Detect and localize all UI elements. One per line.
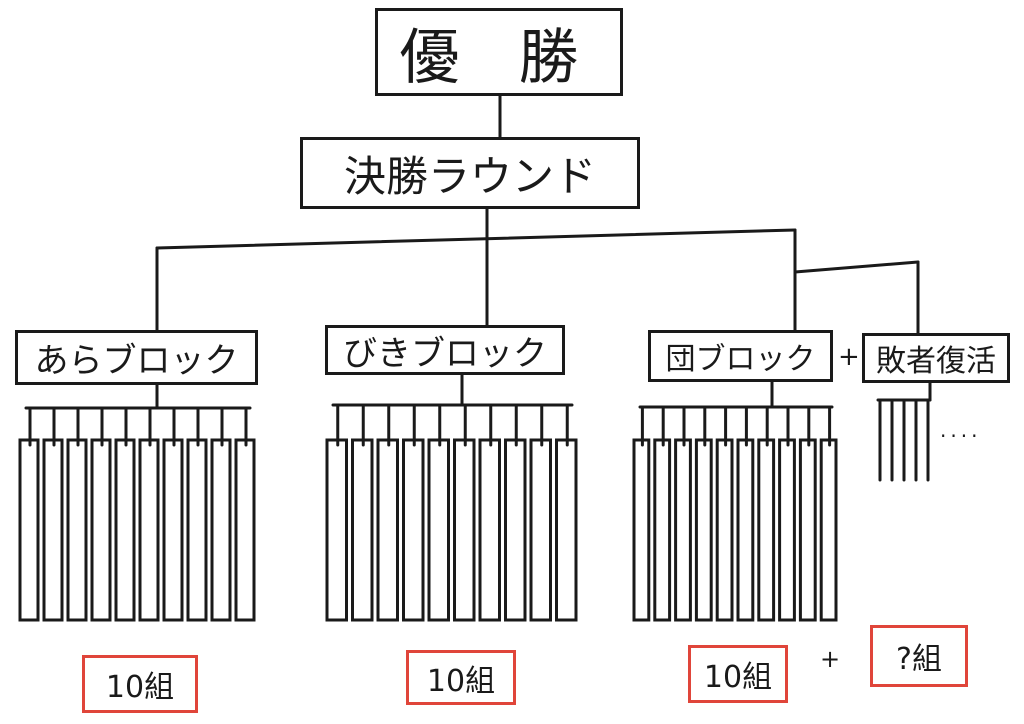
block-a-team-bar <box>90 438 112 622</box>
block-c-team-bar <box>778 438 796 622</box>
revival-box: 敗者復活 <box>862 333 1010 383</box>
block-c-team-bar <box>736 438 755 622</box>
plus-sign-bottom: + <box>820 645 841 673</box>
block-c-team-bar <box>632 438 651 622</box>
block-b-team-bar <box>402 438 425 622</box>
block-b-team-bar <box>555 438 578 622</box>
block-b-team-bar <box>351 438 374 622</box>
block-b-team-bar <box>325 438 348 622</box>
block-a-team-bar <box>162 438 184 622</box>
block-c-team-bar <box>653 438 672 622</box>
block-b-team-bar <box>453 438 476 622</box>
block-a-team-bar <box>186 438 208 622</box>
plus-sign: + <box>838 342 860 372</box>
block-a-team-bar <box>138 438 160 622</box>
champion-box: 優 勝 <box>375 8 623 96</box>
block-c-team-bar <box>798 438 817 622</box>
block-c-label: 団ブロック <box>665 342 816 377</box>
block-a-count: 10組 <box>82 655 198 713</box>
block-a-team-bar <box>234 438 256 622</box>
block-c-box: 団ブロック <box>648 330 833 382</box>
block-a-label: あらブロック <box>34 341 239 381</box>
block-b-count: 10組 <box>406 650 516 705</box>
block-b-team-bar <box>478 438 501 622</box>
revival-label: 敗者復活 <box>876 344 996 379</box>
block-b-box: びきブロック <box>325 325 565 375</box>
block-split-line <box>155 228 797 250</box>
block-b-team-bar <box>504 438 527 622</box>
final-round-box: 決勝ラウンド <box>300 137 640 209</box>
block-a-team-bar <box>66 438 88 622</box>
revival-ellipsis: .... <box>940 418 982 442</box>
champion-label: 優 勝 <box>399 22 599 93</box>
block-b-team-bar <box>376 438 399 622</box>
revival-split-line <box>793 260 920 274</box>
revival-count: ?組 <box>870 625 968 687</box>
block-a-box: あらブロック <box>15 330 258 385</box>
block-c-team-bar <box>757 438 776 622</box>
block-c-count: 10組 <box>688 645 788 703</box>
block-c-team-bar <box>819 438 838 622</box>
block-a-team-bar <box>114 438 136 622</box>
block-b-team-bar <box>529 438 552 622</box>
block-a-team-bar <box>210 438 232 622</box>
block-a-team-bar <box>42 438 64 622</box>
block-c-team-bar <box>694 438 713 622</box>
block-c-team-bar <box>715 438 734 622</box>
final-round-label: 決勝ラウンド <box>343 151 596 201</box>
block-a-team-bar <box>18 438 40 622</box>
block-c-team-bar <box>674 438 692 622</box>
block-b-team-bar <box>427 438 450 622</box>
block-b-label: びきブロック <box>343 333 547 374</box>
